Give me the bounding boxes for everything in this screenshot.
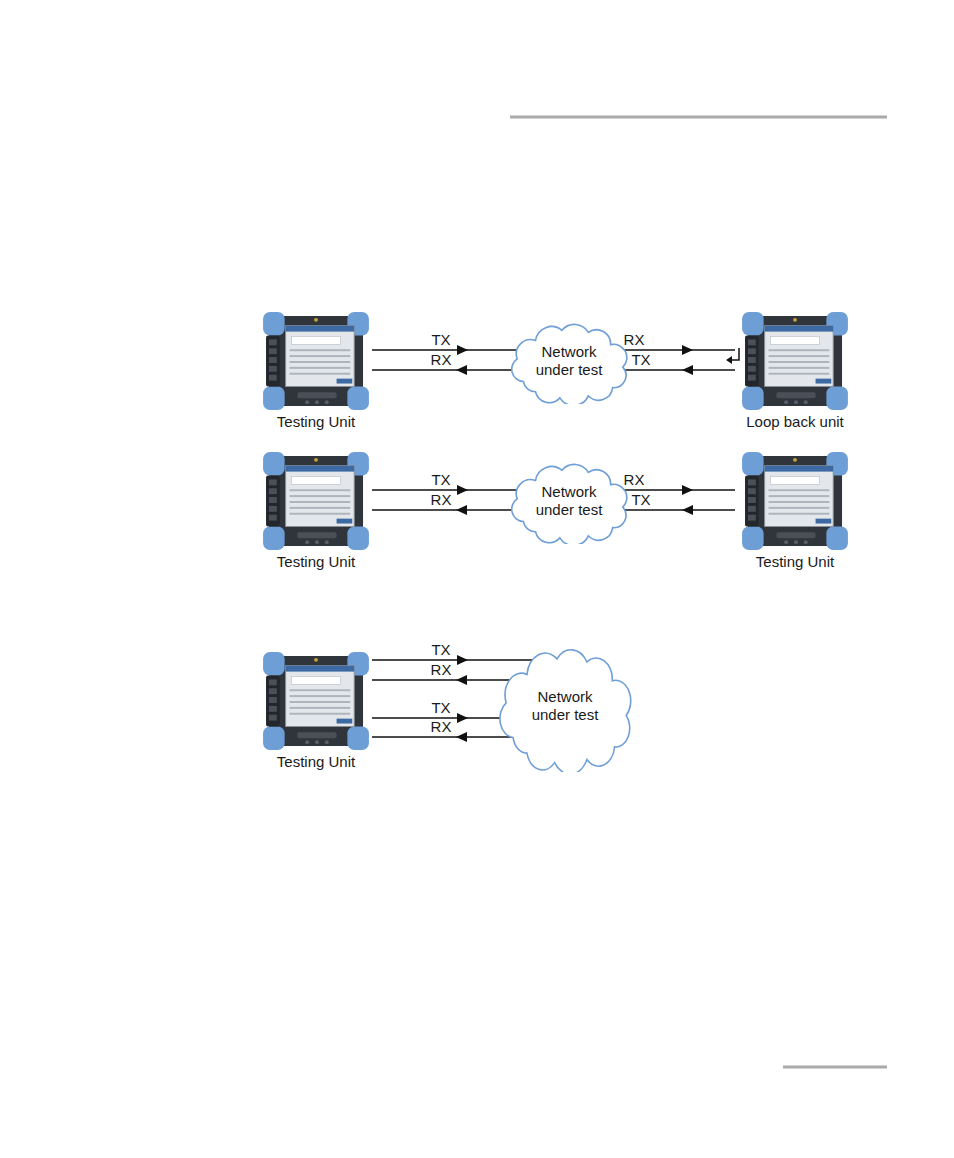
unit-label: Testing Unit	[735, 553, 855, 571]
connector-line	[617, 489, 735, 491]
signal-label: RX	[431, 491, 452, 509]
signal-label: TX	[431, 699, 450, 717]
arrow-head	[682, 485, 693, 495]
cloud-shape	[512, 464, 627, 544]
device-image	[742, 452, 848, 550]
connector-line	[372, 509, 516, 511]
unit-label: Loop back unit	[735, 413, 855, 431]
arrow-head	[456, 365, 467, 375]
cloud-label: Network under test	[521, 483, 617, 519]
cloud-label: Network under test	[521, 343, 617, 379]
connector-line	[372, 369, 516, 371]
arrow-head	[457, 655, 468, 665]
signal-label: TX	[631, 351, 650, 369]
arrow-head	[457, 713, 468, 723]
device-image	[263, 312, 369, 410]
arrow-head	[682, 505, 693, 515]
device-image	[263, 452, 369, 550]
arrow-head	[682, 365, 693, 375]
arrow-head	[456, 505, 467, 515]
connector-line	[372, 349, 525, 351]
arrow-head	[456, 675, 467, 685]
unit-label: Testing Unit	[260, 753, 372, 771]
signal-label: RX	[431, 351, 452, 369]
connector-line	[617, 349, 735, 351]
arrow-head	[682, 345, 693, 355]
cloud-text-area: Network under test	[503, 458, 635, 544]
signal-label: TX	[431, 641, 450, 659]
connector-line	[372, 489, 525, 491]
cloud-text-area: Network under test	[503, 318, 635, 404]
network-cloud: Network under test	[490, 640, 640, 772]
signal-label: RX	[624, 471, 645, 489]
footer-rule	[783, 1066, 887, 1069]
cloud-shape	[512, 324, 627, 404]
arrow-head	[457, 345, 468, 355]
test-unit: Loop back unit	[735, 312, 855, 434]
test-unit: Testing Unit	[260, 452, 372, 574]
signal-label: TX	[431, 471, 450, 489]
connector-line	[623, 509, 735, 511]
connector-line	[372, 736, 512, 738]
cloud-label: Network under test	[517, 688, 613, 724]
test-unit: Testing Unit	[260, 652, 372, 774]
test-unit: Testing Unit	[260, 312, 372, 434]
unit-label: Testing Unit	[260, 553, 372, 571]
signal-label: RX	[624, 331, 645, 349]
network-cloud: Network under test	[503, 458, 635, 544]
device-image	[742, 312, 848, 410]
network-cloud: Network under test	[503, 318, 635, 404]
connector-line	[372, 679, 520, 681]
signal-label: RX	[431, 718, 452, 736]
cloud-shape	[500, 650, 631, 772]
cloud-text-area: Network under test	[490, 640, 640, 772]
connector-line	[623, 369, 735, 371]
arrow-head	[457, 485, 468, 495]
signal-label: TX	[431, 331, 450, 349]
device-image	[263, 652, 369, 750]
header-rule	[510, 116, 887, 119]
unit-label: Testing Unit	[260, 413, 372, 431]
signal-label: RX	[431, 661, 452, 679]
signal-label: TX	[631, 491, 650, 509]
arrow-head	[456, 732, 467, 742]
test-unit: Testing Unit	[735, 452, 855, 574]
signal-connector	[372, 655, 545, 665]
